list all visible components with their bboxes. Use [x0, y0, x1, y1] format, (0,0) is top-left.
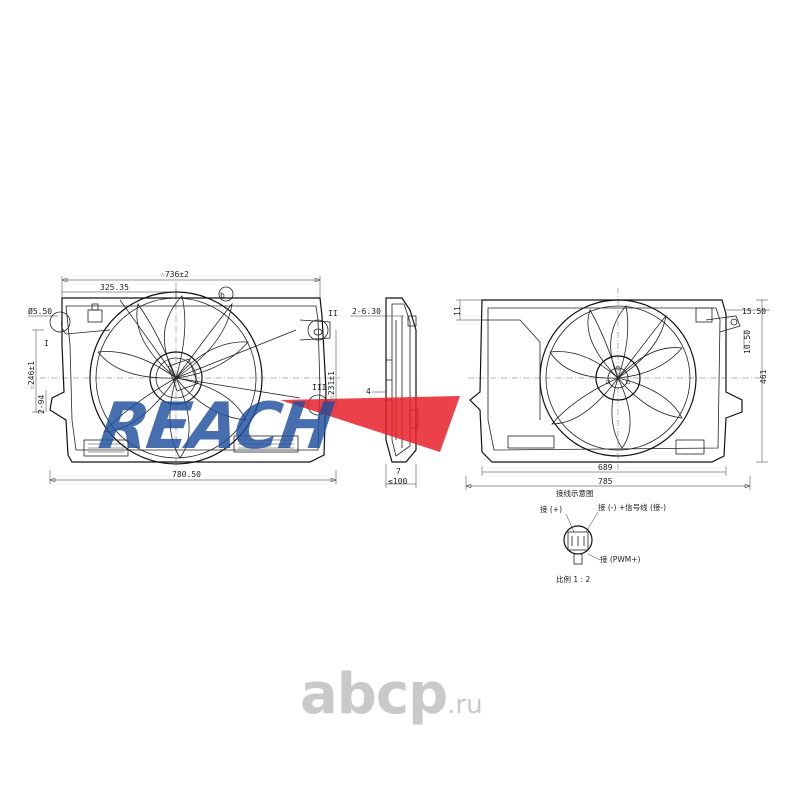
- dim-height-left-small: 2-94: [37, 395, 46, 414]
- label-mark-ii: II: [328, 309, 338, 318]
- dim-rear-inner-width: 689: [598, 463, 613, 472]
- dim-hub-offset: 325.35: [100, 283, 129, 292]
- reach-watermark: REACH: [95, 389, 460, 464]
- dim-rear-overall-width: 785: [598, 477, 613, 486]
- label-side-4: 4: [366, 387, 371, 396]
- brand-main-text: abcp: [300, 662, 448, 727]
- dim-overall-width-top: ☆736±2: [160, 270, 189, 279]
- dim-height-left: ☆246±1: [27, 361, 36, 390]
- red-swoosh-shape: [280, 396, 460, 452]
- brand-suffix-text: .ru: [447, 690, 483, 720]
- dim-rear-height: 461: [759, 369, 768, 384]
- abcp-brand-logo: abcp.ru: [300, 662, 483, 727]
- watermark-reach-text: REACH: [95, 389, 338, 464]
- wiring-pin-plus: 接 (+): [540, 504, 562, 514]
- wiring-pin-minus-signal: 接 (-) +信号线 (接-): [598, 502, 666, 512]
- dim-hole-spec: 2-6.30: [352, 307, 381, 316]
- dim-bottom-width: 780.50: [172, 470, 201, 479]
- dim-rear-right-mid: 10.50: [743, 330, 752, 354]
- dim-rear-right-top: 15.50: [742, 307, 766, 316]
- dim-rear-top-offset: 11: [453, 306, 462, 316]
- front-view: ☆736±2 325.35 Ø5.50 b I II III ☆246±1 2-…: [27, 270, 340, 484]
- wiring-pin-pwm: 接 (PWM+): [600, 554, 641, 564]
- label-detail-b: b: [220, 291, 225, 300]
- wiring-scale: 比例 1 : 2: [556, 574, 590, 584]
- label-mark-i: I: [44, 339, 49, 348]
- side-view: 2-6.30 4 7 ≤100: [350, 297, 419, 488]
- dim-depth: ≤100: [388, 477, 407, 486]
- dim-depth-small: 7: [396, 467, 401, 476]
- wiring-title: 接线示意图: [556, 488, 594, 498]
- wiring-diagram: 接线示意图 接 (+) 接 (-) +信号线 (接-) 接 (PWM+) 比例 …: [540, 488, 666, 584]
- dim-height-right: ☆231±1: [327, 371, 336, 400]
- dim-hole-diameter: Ø5.50: [28, 306, 52, 316]
- label-mark-iii: III: [312, 383, 327, 392]
- rear-view: 11 15.50 10.50 461 689 785: [453, 288, 770, 490]
